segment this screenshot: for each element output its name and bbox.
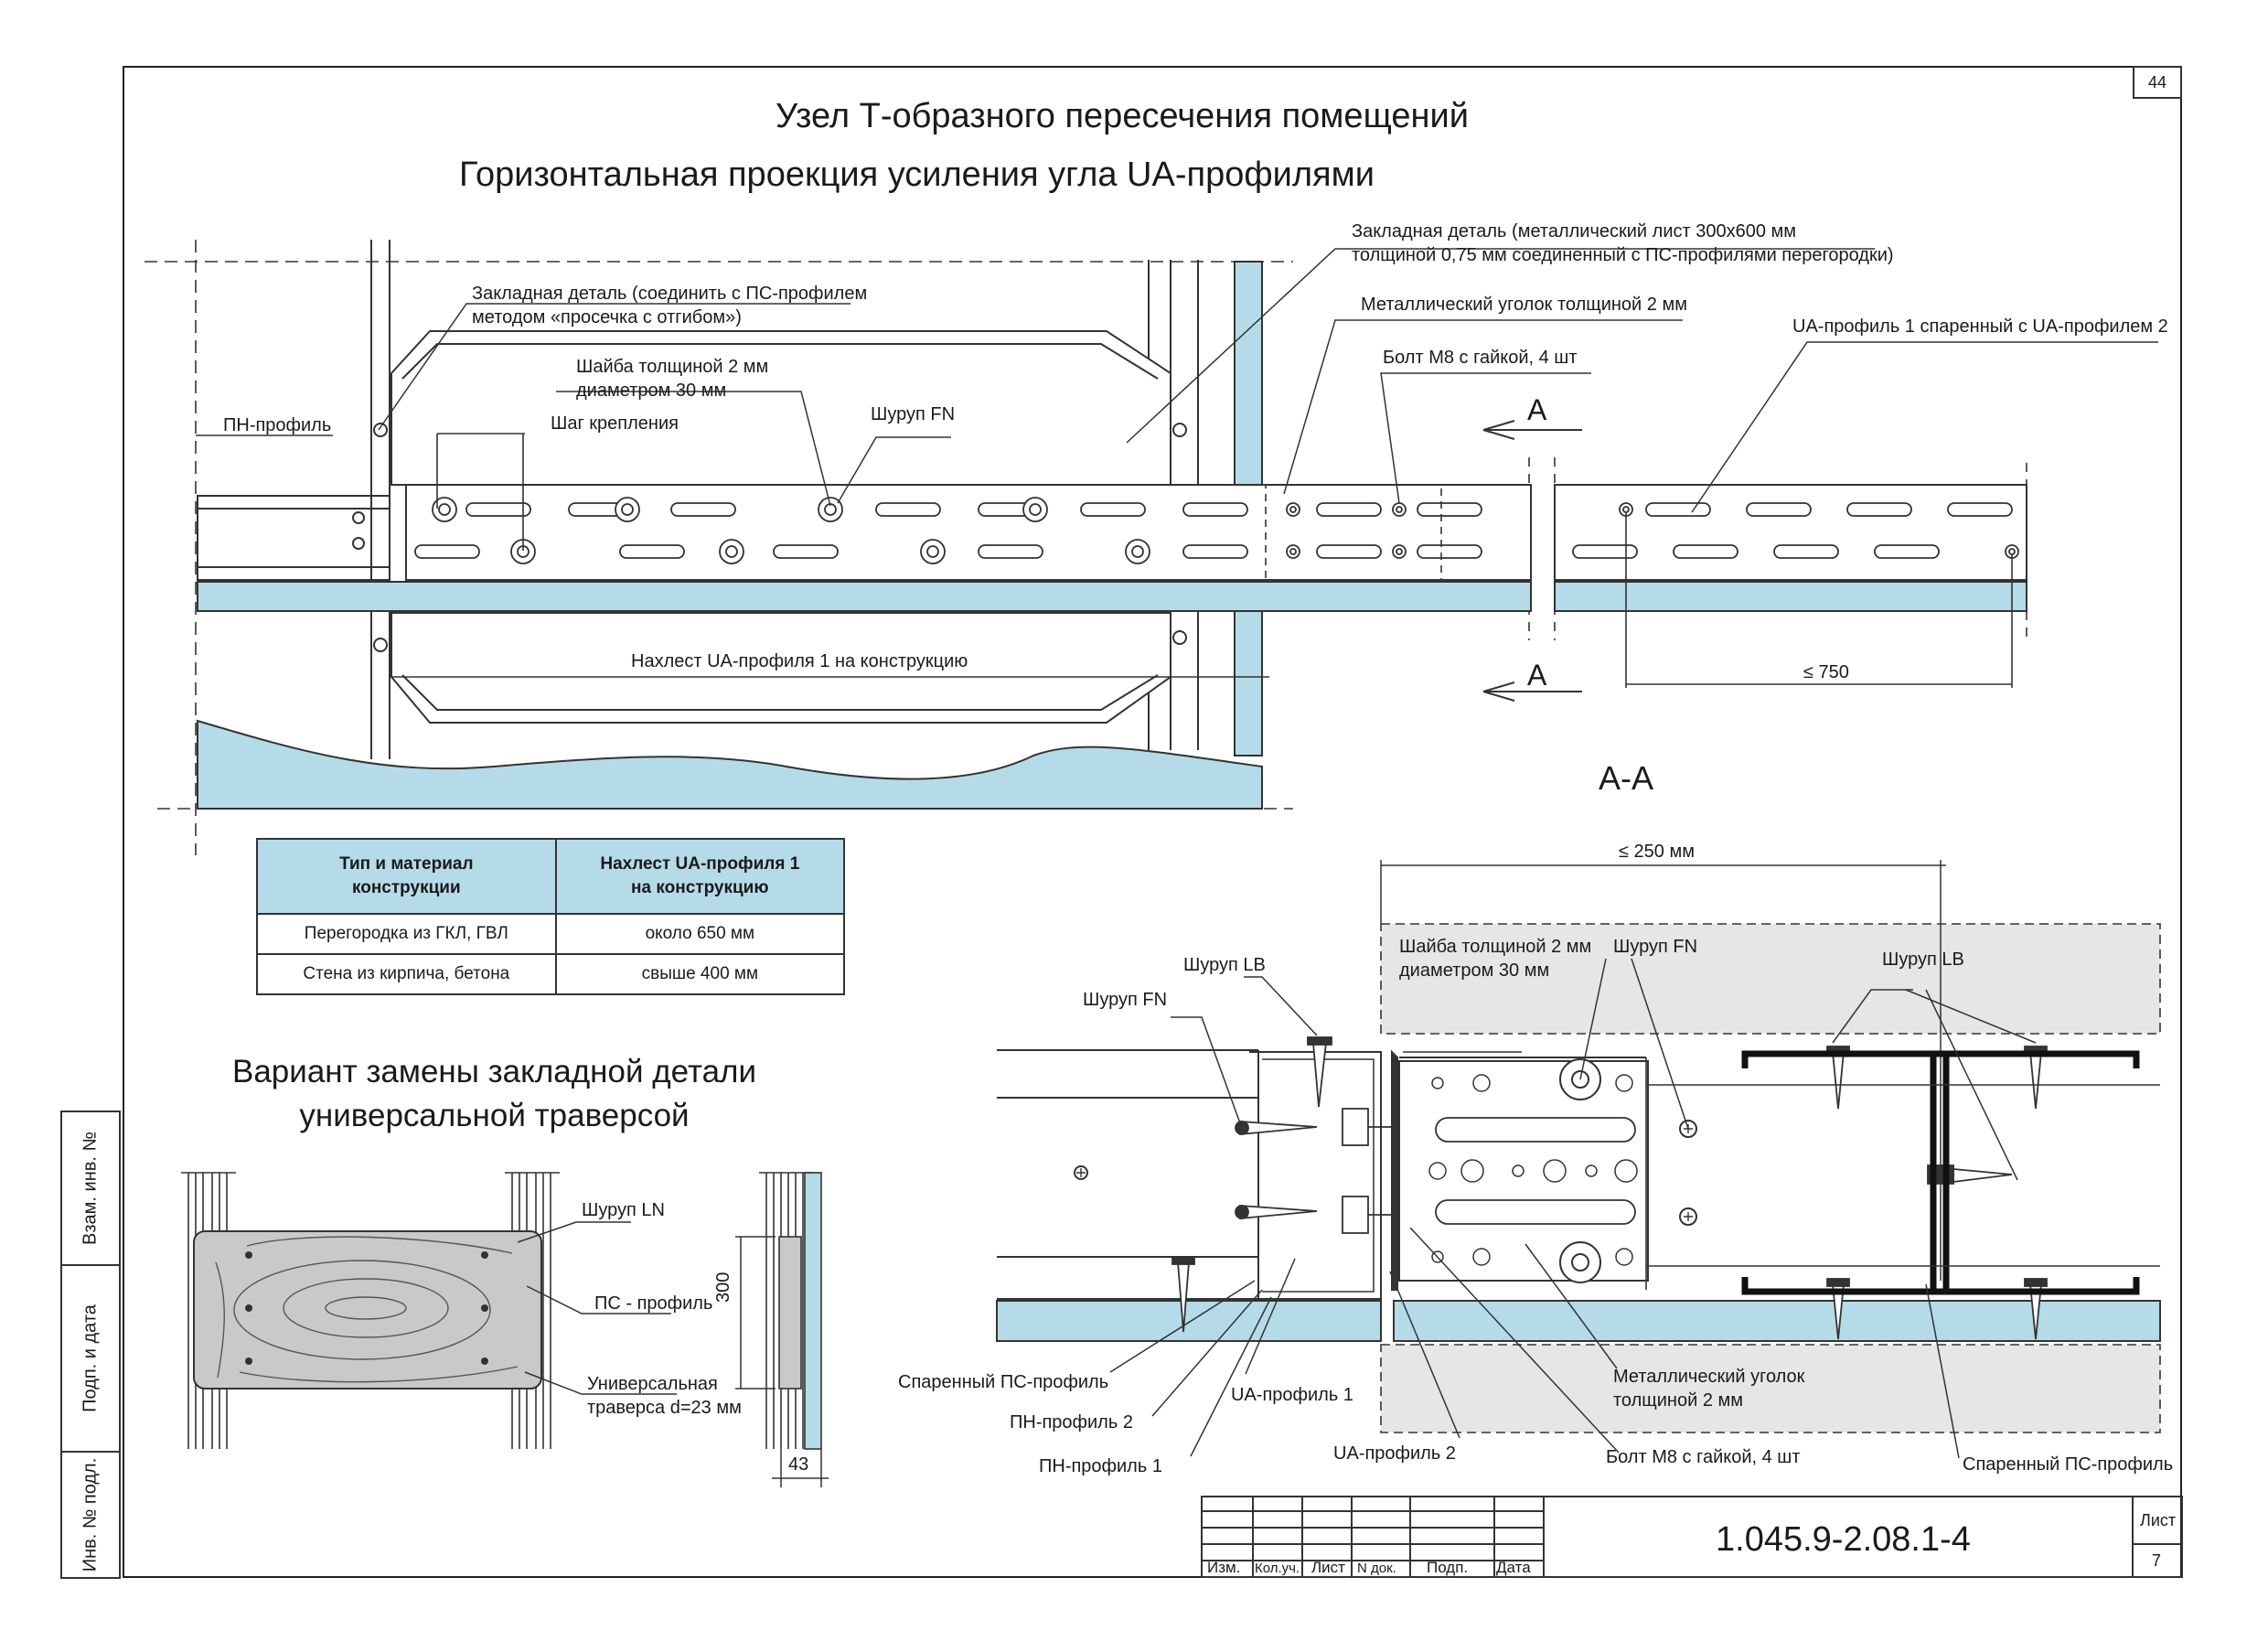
board-section-left bbox=[996, 1300, 1382, 1342]
board-section-right bbox=[1393, 1300, 2161, 1342]
screws-fn-horizontal bbox=[1235, 1121, 1318, 1219]
label-embed-2: Закладная деталь (металлический лист 300… bbox=[1352, 221, 1894, 265]
page-number-box: 44 bbox=[2133, 66, 2182, 99]
board-left bbox=[197, 581, 1532, 612]
screws-vertical bbox=[1171, 1036, 2048, 1340]
title-block-frame bbox=[1201, 1496, 2183, 1578]
table-header-row: Тип и материал конструкции Нахлест UA-пр… bbox=[256, 838, 846, 915]
traverse-variant bbox=[181, 1172, 829, 1487]
embed-plate-upper bbox=[390, 330, 1171, 486]
paired-ps-profile bbox=[1741, 1050, 2140, 1295]
label-pn-1: ПН-профиль 1 bbox=[1039, 1456, 1162, 1476]
label-section-angle: Металлический уголок толщиной 2 мм bbox=[1613, 1367, 1805, 1411]
side-stamp-signature: Подп. и дата bbox=[60, 1264, 121, 1453]
label-section-screw-fn-1: Шуруп FN bbox=[1613, 937, 1698, 957]
washer-screws bbox=[432, 497, 1150, 564]
title-col-list: Лист bbox=[1311, 1559, 1345, 1576]
label-section-bolt: Болт М8 с гайкой, 4 шт bbox=[1606, 1447, 1801, 1467]
label-angle: Металлический уголок толщиной 2 мм bbox=[1361, 295, 1687, 315]
label-dim-43: 43 bbox=[788, 1454, 809, 1475]
variant-title: Вариант замены закладной детали универса… bbox=[232, 1054, 757, 1133]
title-col-data: Дата bbox=[1496, 1559, 1531, 1576]
traverse-screws bbox=[245, 1251, 488, 1365]
label-screw-fn: Шуруп FN bbox=[871, 404, 956, 424]
sheet-label: Лист bbox=[2140, 1511, 2177, 1529]
label-dim-750: ≤ 750 bbox=[1803, 662, 1849, 682]
label-paired-ps-2: Спаренный ПС-профиль bbox=[1963, 1454, 2174, 1475]
drawing-frame bbox=[123, 66, 2182, 1578]
label-section-washer: Шайба толщиной 2 мм диаметром 30 мм bbox=[1399, 937, 1592, 981]
label-screw-ln: Шуруп LN bbox=[582, 1200, 665, 1220]
page-number: 44 bbox=[2147, 73, 2167, 91]
label-overlap: Нахлест UA-профиля 1 на конструкцию bbox=[631, 651, 968, 671]
table-cell: около 650 мм bbox=[554, 913, 846, 955]
leaders bbox=[196, 248, 2158, 513]
label-bolt: Болт М8 с гайкой, 4 шт bbox=[1383, 348, 1578, 368]
table-cell: Стена из кирпича, бетона bbox=[256, 953, 557, 995]
section-aa bbox=[996, 860, 2161, 1459]
board-right bbox=[1554, 581, 2027, 612]
side-stamp-inventory: Инв. № подл. bbox=[60, 1451, 121, 1579]
label-section-screw-fn-2: Шуруп FN bbox=[1083, 990, 1168, 1010]
label-ua-pair: UA-профиль 1 спаренный с UA-профилем 2 bbox=[1792, 317, 2168, 337]
angle-outline bbox=[1265, 484, 1442, 581]
wall-section bbox=[197, 719, 1263, 810]
label-section-screw-lb-2: Шуруп LB bbox=[1882, 950, 1964, 970]
title-col-podp: Подп. bbox=[1427, 1559, 1469, 1576]
section-mark-bottom: А bbox=[1527, 659, 1547, 692]
ua-profile-left bbox=[405, 484, 1532, 581]
label-embed-1: Закладная деталь (соединить с ПС-профиле… bbox=[472, 284, 868, 327]
side-stamp-replace: Взам. инв. № bbox=[60, 1111, 121, 1266]
wooden-block bbox=[193, 1230, 542, 1390]
label-washer: Шайба толщиной 2 мм диаметром 30 мм bbox=[576, 357, 769, 401]
table-header: Нахлест UA-профиля 1 на конструкцию bbox=[554, 838, 846, 915]
overlap-table: Тип и материал конструкции Нахлест UA-пр… bbox=[256, 838, 846, 995]
gray-zone-bottom bbox=[1380, 1344, 2161, 1433]
table-header: Тип и материал конструкции bbox=[256, 838, 557, 915]
drawing-subtitle: Горизонтальная проекция усиления угла UA… bbox=[459, 156, 1375, 194]
section-title: А-А bbox=[1599, 759, 1654, 797]
drawing-title: Узел Т-образного пересечения помещений bbox=[776, 97, 1469, 135]
table-cell: Перегородка из ГКЛ, ГВЛ bbox=[256, 913, 557, 955]
label-pn-2: ПН-профиль 2 bbox=[1010, 1412, 1133, 1432]
title-col-ndok: N док. bbox=[1357, 1561, 1396, 1576]
sheet-number: 7 bbox=[2152, 1551, 2162, 1570]
metal-plate bbox=[1398, 1060, 1649, 1282]
table-cell: свыше 400 мм bbox=[554, 953, 846, 995]
drawing-code: 1.045.9-2.08.1-4 bbox=[1716, 1520, 1971, 1559]
section-mark-top: А bbox=[1527, 393, 1547, 426]
label-step: Шаг крепления bbox=[551, 413, 679, 434]
section-bolts bbox=[1342, 1108, 1399, 1234]
label-pn-profile: ПН-профиль bbox=[223, 415, 332, 435]
table-row: Стена из кирпича, бетона свыше 400 мм bbox=[256, 953, 846, 995]
label-section-screw-lb-1: Шуруп LB bbox=[1183, 955, 1266, 975]
slots-row-2 bbox=[414, 544, 1940, 559]
ua-profile-right bbox=[1554, 484, 2027, 581]
label-ua-1: UA-профиль 1 bbox=[1231, 1385, 1353, 1405]
plan-view bbox=[144, 240, 2158, 855]
label-traverse: Универсальная траверса d=23 мм bbox=[587, 1374, 742, 1418]
side-view bbox=[759, 1172, 822, 1450]
label-paired-ps-1: Спаренный ПС-профиль bbox=[898, 1372, 1109, 1392]
section-leaders bbox=[1109, 958, 2037, 1459]
label-ps-profile: ПС - профиль bbox=[594, 1293, 713, 1314]
label-dim-300: 300 bbox=[713, 1272, 733, 1303]
title-col-izm: Изм. bbox=[1207, 1559, 1241, 1576]
title-col-koluch: Кол.уч. bbox=[1255, 1561, 1300, 1576]
label-ua-2: UA-профиль 2 bbox=[1333, 1443, 1456, 1464]
label-dim-250: ≤ 250 мм bbox=[1619, 842, 1695, 862]
gray-zone-top bbox=[1380, 923, 2161, 1035]
table-row: Перегородка из ГКЛ, ГВЛ около 650 мм bbox=[256, 913, 846, 955]
